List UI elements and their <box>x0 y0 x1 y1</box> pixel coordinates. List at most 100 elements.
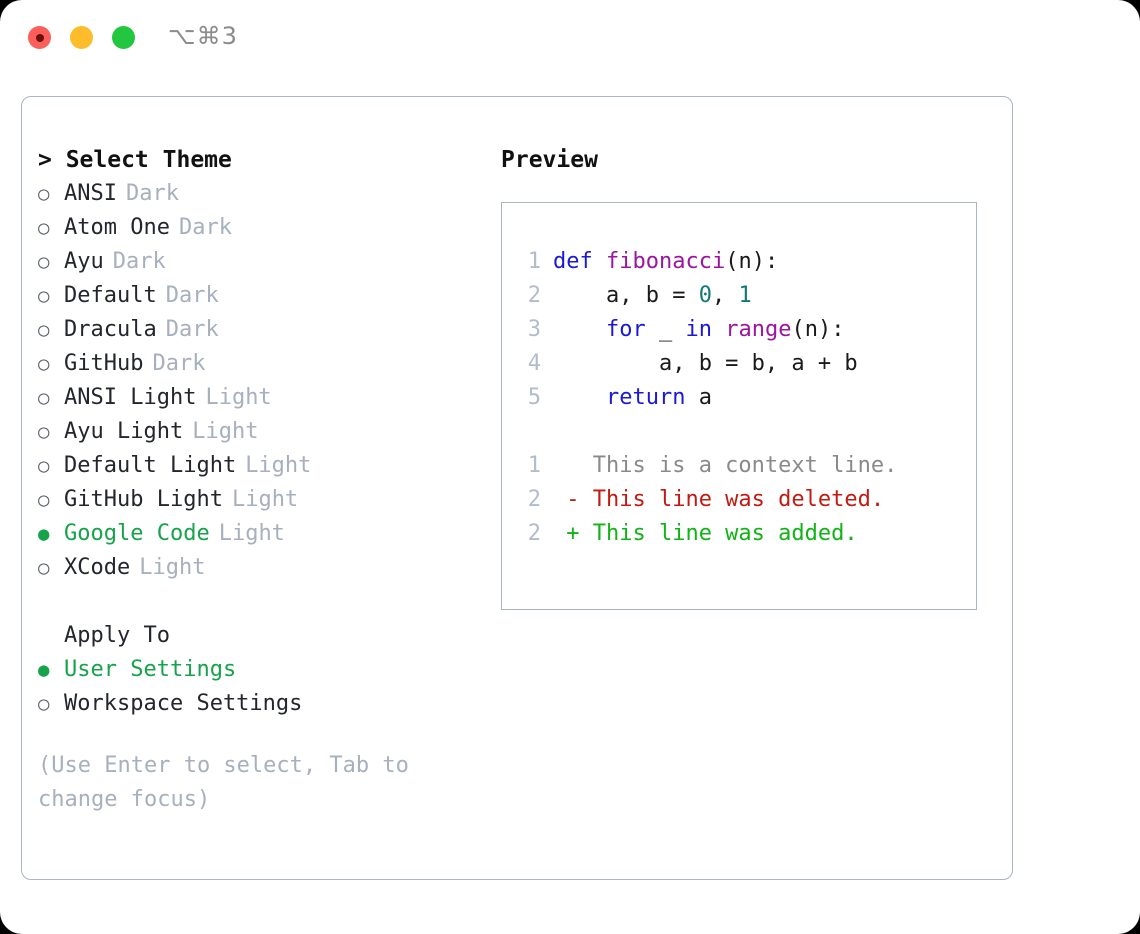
radio-unselected-icon: ○ <box>38 489 50 511</box>
theme-option-label: ANSI <box>64 181 117 206</box>
theme-option-github[interactable]: ○ GitHub Dark <box>38 347 488 381</box>
line-number: 4 <box>527 351 541 376</box>
theme-option-label: Dracula <box>64 317 157 342</box>
select-theme-header: > Select Theme <box>38 147 232 173</box>
window-controls <box>28 26 135 49</box>
theme-option-ayu[interactable]: ○ Ayu Dark <box>38 245 488 279</box>
list-spacer <box>38 585 488 619</box>
code-text: for _ in range(n): <box>553 313 844 347</box>
radio-unselected-icon: ○ <box>38 387 50 409</box>
diff-text: This is a context line. <box>553 453 898 478</box>
code-token-plain: (n): <box>791 317 845 342</box>
code-token-plain: (n): <box>725 249 779 274</box>
radio-unselected-icon: ○ <box>38 183 50 205</box>
theme-option-variant: Light <box>139 555 206 580</box>
theme-option-ansi[interactable]: ○ ANSI Dark <box>38 177 488 211</box>
theme-option-google-code[interactable]: ● Google Code Light <box>38 517 488 551</box>
theme-option-variant: Dark <box>125 181 179 206</box>
apply-to-list[interactable]: ● User Settings ○ Workspace Settings <box>38 653 488 721</box>
diff-line-ctx: 1 This is a context line. <box>515 449 970 483</box>
apply-to-option-label: User Settings <box>64 657 237 682</box>
code-line: 4 a, b = b, a + b <box>515 347 970 381</box>
radio-unselected-icon: ○ <box>38 353 50 375</box>
apply-to-option-user-settings[interactable]: ● User Settings <box>38 653 488 687</box>
theme-option-variant: Light <box>245 453 312 478</box>
code-line: 1 def fibonacci(n): <box>515 245 970 279</box>
theme-option-label: GitHub <box>64 351 144 376</box>
theme-option-variant: Dark <box>152 351 206 376</box>
theme-option-variant: Dark <box>165 283 219 308</box>
code-token-plain <box>712 317 725 342</box>
minimize-button[interactable] <box>70 26 93 49</box>
close-button[interactable] <box>28 26 51 49</box>
theme-option-label: Google Code <box>64 521 210 546</box>
theme-option-variant: Light <box>205 385 272 410</box>
code-token-plain: _ <box>645 317 686 342</box>
diff-line-del: 2 - This line was deleted. <box>515 483 970 517</box>
line-number: 2 <box>527 283 541 308</box>
radio-unselected-icon: ○ <box>38 285 50 307</box>
theme-option-default[interactable]: ○ Default Dark <box>38 279 488 313</box>
code-token-plain: a, b = <box>553 283 699 308</box>
radio-unselected-icon: ○ <box>38 217 50 239</box>
apply-to-header: Apply To <box>64 623 170 648</box>
code-token-plain <box>553 385 606 410</box>
apply-to-option-workspace-settings[interactable]: ○ Workspace Settings <box>38 687 488 721</box>
diff-text: - This line was deleted. <box>553 487 885 512</box>
code-token-plain: , <box>711 283 739 308</box>
title-bar: ⌥⌘3 <box>0 0 1140 78</box>
code-token-kw: def <box>553 249 606 274</box>
zoom-button[interactable] <box>112 26 135 49</box>
theme-option-variant: Light <box>192 419 259 444</box>
theme-option-variant: Dark <box>112 249 166 274</box>
radio-unselected-icon: ○ <box>38 421 50 443</box>
line-number: 1 <box>527 249 541 274</box>
theme-option-variant: Light <box>218 521 285 546</box>
theme-option-dracula[interactable]: ○ Dracula Dark <box>38 313 488 347</box>
radio-unselected-icon: ○ <box>38 693 50 715</box>
line-number: 1 <box>527 453 541 478</box>
radio-selected-icon: ● <box>38 659 50 681</box>
line-number: 5 <box>527 385 541 410</box>
theme-option-label: Atom One <box>64 215 170 240</box>
theme-option-xcode[interactable]: ○ XCode Light <box>38 551 488 585</box>
apply-to-option-label: Workspace Settings <box>64 691 303 716</box>
theme-option-variant: Dark <box>178 215 232 240</box>
theme-option-variant: Dark <box>165 317 219 342</box>
theme-option-label: XCode <box>64 555 131 580</box>
code-token-kw: for <box>605 317 646 342</box>
theme-option-label: Default Light <box>64 453 237 478</box>
code-token-fn: range <box>725 317 792 342</box>
radio-unselected-icon: ○ <box>38 319 50 341</box>
code-token-num: 1 <box>738 283 752 308</box>
keyboard-shortcut-label: ⌥⌘3 <box>168 22 238 50</box>
code-token-plain: a, b = b, a + b <box>553 351 858 376</box>
radio-unselected-icon: ○ <box>38 455 50 477</box>
theme-option-label: Ayu <box>64 249 104 274</box>
code-token-fn: fibonacci <box>605 249 726 274</box>
code-text: return a <box>553 381 712 415</box>
code-token-kw: in <box>685 317 712 342</box>
code-token-plain <box>553 317 606 342</box>
radio-selected-icon: ● <box>38 523 50 545</box>
line-number: 3 <box>527 317 541 342</box>
theme-option-atom-one[interactable]: ○ Atom One Dark <box>38 211 488 245</box>
diff-line-add: 2 + This line was added. <box>515 517 970 551</box>
theme-option-label: GitHub Light <box>64 487 223 512</box>
radio-unselected-icon: ○ <box>38 557 50 579</box>
code-token-plain: a <box>685 385 712 410</box>
radio-unselected-icon: ○ <box>38 251 50 273</box>
code-line: 5 return a <box>515 381 970 415</box>
theme-option-label: Default <box>64 283 157 308</box>
theme-option-default-light[interactable]: ○ Default Light Light <box>38 449 488 483</box>
